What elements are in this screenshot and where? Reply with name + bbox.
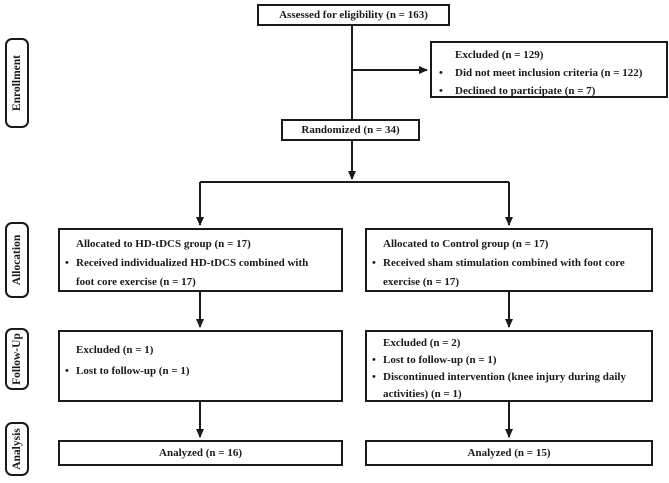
stage-label-text: Analysis bbox=[11, 428, 24, 470]
allocated-hdtdcs-box: Allocated to HD-tDCS group (n = 17) • Re… bbox=[58, 228, 343, 292]
bullet-item: • Lost to follow-up (n = 1) bbox=[60, 361, 341, 382]
bullet-item: • Discontinued intervention (knee injury… bbox=[367, 369, 651, 400]
box-title: Excluded (n = 2) bbox=[383, 337, 461, 349]
stage-label-text: Follow-Up bbox=[11, 333, 23, 385]
box-title: Excluded (n = 1) bbox=[76, 344, 154, 356]
bullet-item: • Did not meet inclusion criteria (n = 1… bbox=[432, 64, 666, 82]
analyzed-right-box: Analyzed (n = 15) bbox=[365, 440, 653, 466]
stage-label-text: Enrollment bbox=[11, 54, 24, 112]
bullet-marker: • bbox=[439, 85, 443, 97]
stage-label-text: Allocation bbox=[11, 234, 24, 286]
bullet-item: • Lost to follow-up (n = 1) bbox=[367, 352, 651, 369]
bullet-text: Lost to follow-up (n = 1) bbox=[383, 354, 497, 366]
stage-label-analysis: Analysis bbox=[5, 422, 29, 476]
bullet-item: • Declined to participate (n = 7) bbox=[432, 82, 666, 97]
stage-label-enrollment: Enrollment bbox=[5, 38, 29, 128]
bullet-item: • Received sham stimulation combined wit… bbox=[367, 254, 651, 290]
followup-excluded-right-box: Excluded (n = 2) • Lost to follow-up (n … bbox=[365, 330, 653, 402]
bullet-text: Discontinued intervention (knee injury d… bbox=[383, 371, 626, 400]
stage-label-followup: Follow-Up bbox=[5, 328, 29, 390]
bullet-text: Declined to participate (n = 7) bbox=[455, 85, 596, 97]
box-title: Analyzed (n = 16) bbox=[159, 447, 242, 459]
assessed-eligibility-box: Assessed for eligibility (n = 163) bbox=[257, 4, 450, 26]
bullet-marker: • bbox=[439, 67, 443, 79]
excluded-enrollment-box: Excluded (n = 129) • Did not meet inclus… bbox=[430, 41, 668, 98]
bullet-marker: • bbox=[372, 257, 376, 269]
box-title: Assessed for eligibility (n = 163) bbox=[279, 9, 428, 21]
box-title: Randomized (n = 34) bbox=[301, 124, 400, 136]
allocated-control-box: Allocated to Control group (n = 17) • Re… bbox=[365, 228, 653, 292]
bullet-text: Lost to follow-up (n = 1) bbox=[76, 365, 190, 377]
box-title: Allocated to HD-tDCS group (n = 17) bbox=[76, 238, 251, 250]
followup-excluded-left-box: Excluded (n = 1) • Lost to follow-up (n … bbox=[58, 330, 343, 402]
bullet-marker: • bbox=[65, 257, 69, 269]
stage-label-allocation: Allocation bbox=[5, 222, 29, 298]
randomized-box: Randomized (n = 34) bbox=[281, 119, 420, 141]
box-title: Allocated to Control group (n = 17) bbox=[383, 238, 549, 250]
bullet-marker: • bbox=[65, 365, 69, 377]
bullet-marker: • bbox=[372, 354, 376, 366]
analyzed-left-box: Analyzed (n = 16) bbox=[58, 440, 343, 466]
bullet-text: Received individualized HD-tDCS combined… bbox=[76, 257, 309, 288]
bullet-text: Received sham stimulation combined with … bbox=[383, 257, 625, 288]
bullet-text: Did not meet inclusion criteria (n = 122… bbox=[455, 67, 643, 79]
box-title: Excluded (n = 129) bbox=[455, 49, 544, 61]
box-title: Analyzed (n = 15) bbox=[467, 447, 551, 459]
bullet-marker: • bbox=[372, 371, 376, 383]
bullet-item: • Received individualized HD-tDCS combin… bbox=[60, 254, 341, 290]
